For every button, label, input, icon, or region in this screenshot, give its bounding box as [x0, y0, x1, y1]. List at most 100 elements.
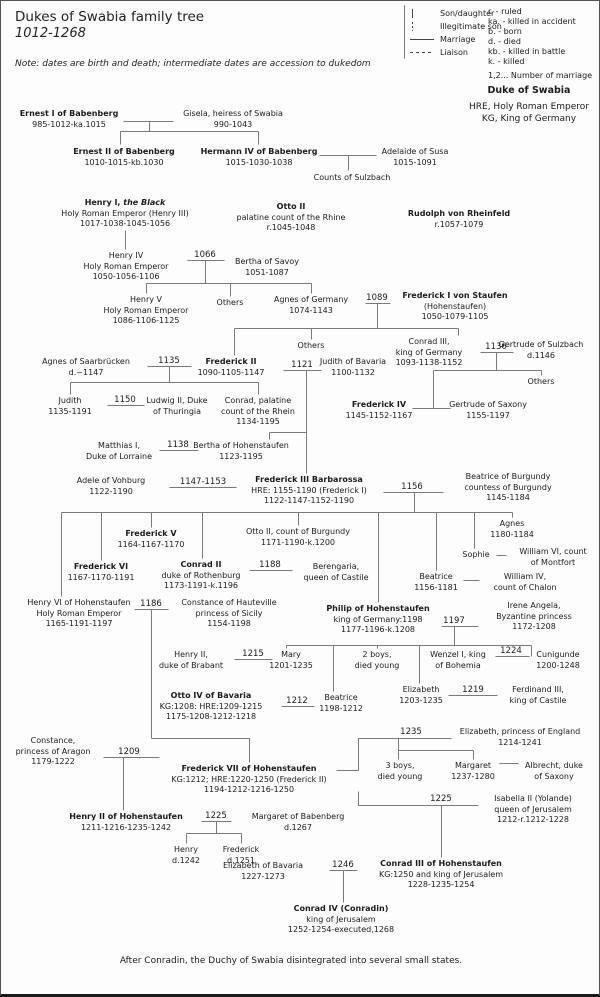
person-henry2-brabant: Henry II,duke of Brabant [158, 650, 224, 670]
marriage-year-label: 1136 [485, 342, 507, 352]
marriage-year-label: 1209 [118, 747, 140, 757]
legend-label: Marriage [440, 35, 476, 44]
marriage-year-label: 1186 [140, 599, 162, 609]
legend-row-illegitimate: Illegitimate son [410, 20, 502, 33]
person-frederick1: Frederick I von Staufen(Hohenstaufen)105… [402, 291, 508, 321]
key-title-duke-of-swabia: Duke of Swabia [487, 85, 571, 96]
legend-row-liaison: Liaison [410, 46, 502, 59]
person-others3: Others [527, 377, 555, 386]
key-kg: KG, King of Germany [481, 114, 577, 124]
abbr-item: k. - killed [488, 57, 525, 66]
legend-row-marriage: Marriage [410, 33, 502, 46]
abbr-item: r. - ruled [488, 7, 522, 16]
marriage-year-label: 1235 [400, 727, 422, 737]
marriage-year-label: 1156 [401, 482, 423, 492]
illegitimate-son-line-icon [410, 22, 436, 31]
legend-abbreviations: r. - ruled ka. - killed in accident b. -… [488, 7, 576, 67]
legend-row-son: Son/daughter [410, 7, 502, 20]
person-sulzbach-counts: Counts of Sulzbach [313, 173, 391, 182]
footer-note: After Conradin, the Duchy of Swabia disi… [119, 956, 463, 966]
marriage-year-label: 1197 [443, 616, 465, 626]
legend-label: Liaison [440, 48, 468, 57]
marriage-year-label: 1212 [286, 696, 308, 706]
marriage-year-label: 1225 [205, 811, 227, 821]
marriage-line-icon [410, 39, 436, 40]
marriage-year-label: 1225 [430, 794, 452, 804]
marriage-year-label: 1138 [167, 440, 189, 450]
legend-label: Illegitimate son [440, 22, 502, 31]
person-others1: Others [216, 298, 244, 307]
person-three-boys: 3 boys,died young [377, 761, 423, 781]
marriage-year-label: 1066 [194, 250, 216, 260]
marriage-year-label: 1147-1153 [179, 477, 227, 487]
marriage-year-label: 1246 [332, 860, 354, 870]
person-matthias1: Matthias I,Duke of Lorraine [85, 441, 153, 461]
person-ferdinand3: Ferdinand III,king of Castile [509, 685, 567, 705]
marriage-year-label: 1224 [500, 646, 522, 656]
abbr-item: b. - born [488, 27, 522, 36]
page-subtitle: 1012-1268 [15, 26, 86, 41]
marriage-year-label: 1121 [291, 360, 313, 370]
person-two-boys: 2 boys,died young [354, 650, 400, 670]
son-daughter-line-icon [410, 9, 436, 18]
marriage-number-note: 1,2... Number of marriage [488, 71, 593, 80]
person-berengaria: Berengaria,queen of Castile [303, 562, 369, 582]
person-william4-chalon: William IV,count of Chalon [493, 572, 557, 592]
key-hre: HRE, Holy Roman Emperor [468, 102, 590, 112]
page-note: Note: dates are birth and death; interme… [15, 59, 371, 69]
